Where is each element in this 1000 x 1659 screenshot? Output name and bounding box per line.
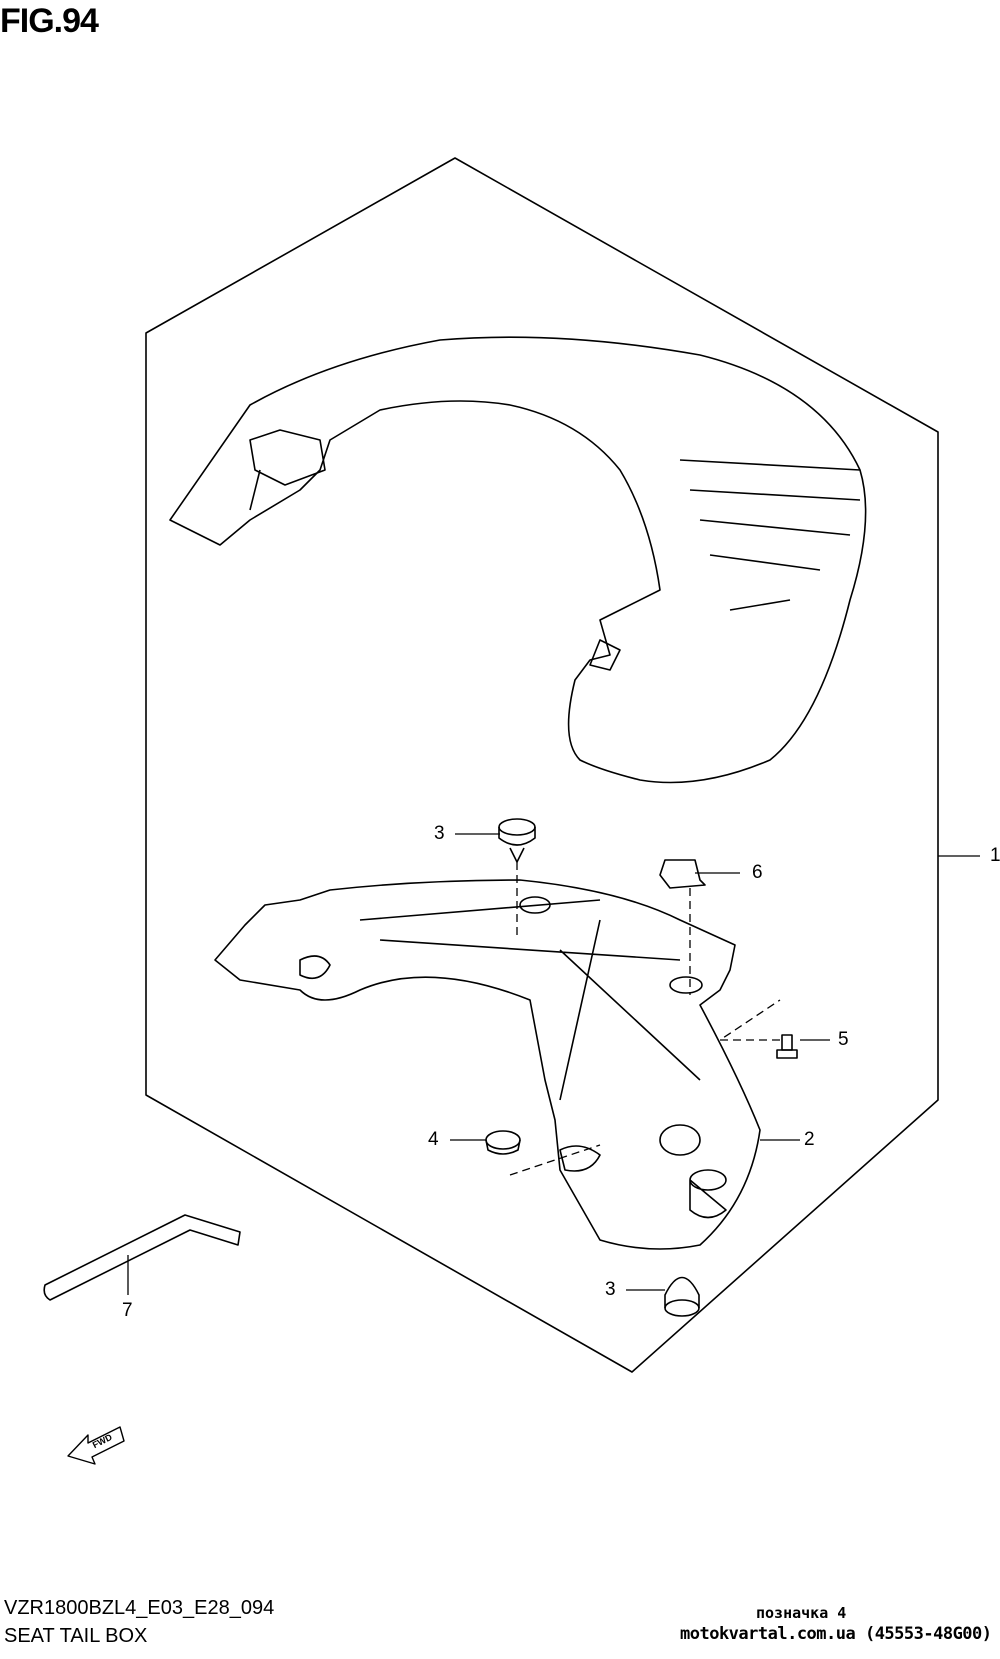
callout-7: 7 [122, 1300, 133, 1321]
callout-4: 4 [428, 1129, 439, 1150]
callout-3-upper: 3 [434, 823, 445, 844]
watermark-line1: позначка 4 [756, 1604, 847, 1622]
seat-cover-part [169, 336, 867, 784]
hex-wrench-part [43, 1214, 241, 1301]
diagram-name: SEAT TAIL BOX [4, 1625, 148, 1647]
figure-title: FIG.94 [0, 2, 99, 40]
callout-1: 1 [990, 845, 1000, 866]
callout-2: 2 [804, 1129, 815, 1150]
assembly-frame [145, 157, 939, 1373]
callout-5: 5 [838, 1029, 849, 1050]
fwd-arrow-icon [67, 1426, 125, 1465]
nut-part [659, 859, 706, 889]
cushion-part-4 [485, 1130, 521, 1155]
cushion-lower-part [664, 1276, 700, 1317]
cushion-upper-part [498, 818, 536, 863]
watermark-line2: motokvartal.com.ua (45553-48G00) [680, 1624, 992, 1644]
bracket-part [214, 879, 761, 1250]
bolt-part [776, 1034, 798, 1059]
callout-6: 6 [752, 862, 763, 883]
diagram-code: VZR1800BZL4_E03_E28_094 [4, 1597, 275, 1619]
callout-3-lower: 3 [605, 1279, 616, 1300]
